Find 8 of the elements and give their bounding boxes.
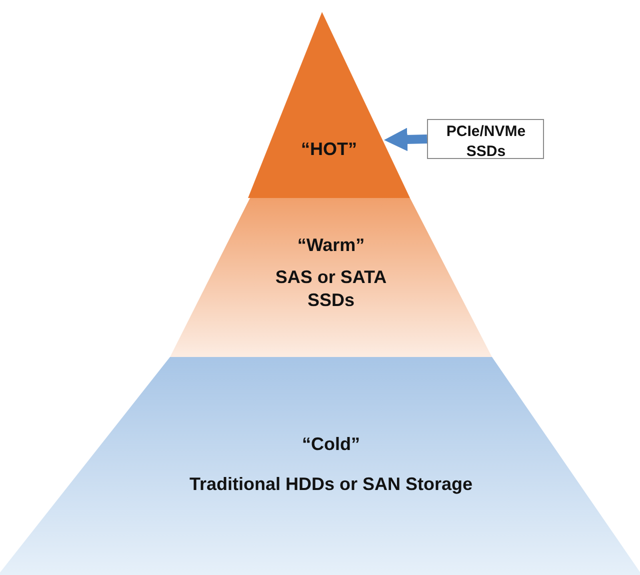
tier-label: PCIe/NVMe SSDs <box>445 122 527 161</box>
arrow <box>384 128 428 152</box>
tier-label: Traditional HDDs or SAN Storage <box>188 473 474 496</box>
tier-heading: “Cold” <box>301 433 361 456</box>
tier-label: SAS or SATA SSDs <box>274 266 388 312</box>
label-box <box>427 119 544 159</box>
tier-heading: “Warm” <box>296 234 366 257</box>
tier-label: “HOT” <box>300 138 358 161</box>
